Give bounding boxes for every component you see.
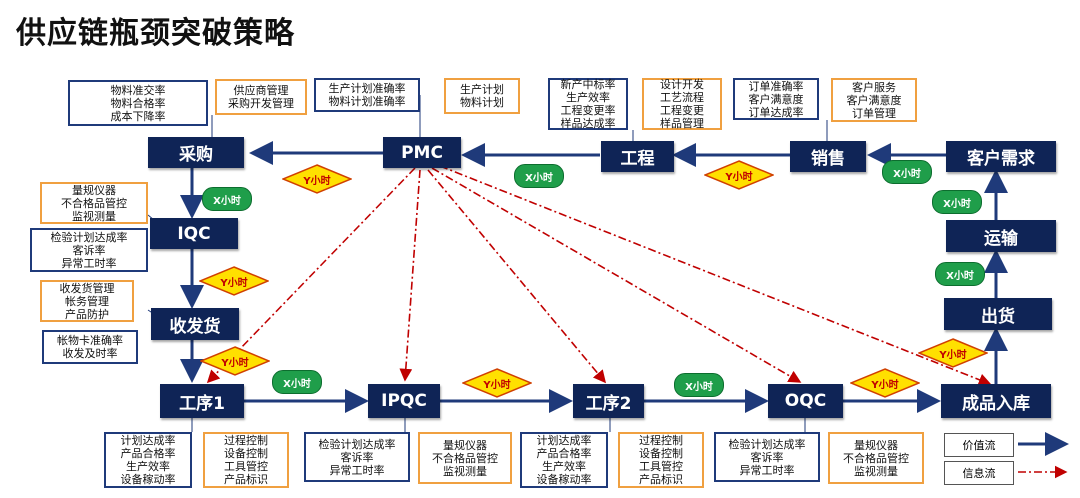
node-oqc: OQC	[768, 384, 843, 418]
box-oqc-func: 量规仪器不合格品管控监视测量	[828, 432, 924, 484]
legend-value-flow: 价值流	[944, 433, 1014, 457]
y-hour-badge: Y小时	[704, 160, 774, 190]
node-chengpin: 成品入库	[941, 384, 1051, 418]
box-ipqc-kpi: 检验计划达成率客诉率异常工时率	[304, 432, 410, 482]
node-shoufahuo: 收发货	[151, 308, 239, 340]
box-sfh-kpi: 帐物卡准确率收发及时率	[42, 330, 138, 364]
box-ipqc-func: 量规仪器不合格品管控监视测量	[418, 432, 512, 484]
x-hour-badge: X小时	[674, 373, 724, 397]
box-caigou-kpi: 物料准交率物料合格率成本下降率	[68, 80, 208, 126]
box-gx1-kpi: 计划达成率产品合格率生产效率设备稼动率	[104, 432, 192, 488]
x-hour-badge: X小时	[935, 262, 985, 286]
node-pmc: PMC	[383, 137, 461, 168]
box-gc-kpi: 新产中标率生产效率工程变更率样品达成率	[548, 78, 628, 130]
box-iqc-kpi: 检验计划达成率客诉率异常工时率	[30, 228, 148, 272]
info-pmc-gongxu1	[206, 167, 416, 384]
box-iqc-func: 量规仪器不合格品管控监视测量	[40, 182, 148, 224]
y-hour-badge: Y小时	[918, 338, 988, 368]
box-xs-func: 客户服务客户满意度订单管理	[831, 78, 917, 122]
y-hour-badge: Y小时	[200, 346, 270, 376]
info-pmc-oqc	[431, 167, 802, 383]
y-hour-badge: Y小时	[850, 368, 920, 398]
box-gc-func: 设计开发工艺流程工程变更样品管理	[642, 78, 722, 130]
page-title: 供应链瓶颈突破策略	[16, 16, 295, 51]
x-hour-badge: X小时	[932, 190, 982, 214]
node-kehu: 客户需求	[946, 141, 1056, 172]
box-sfh-func: 收发货管理帐务管理产品防护	[40, 280, 134, 322]
box-gx2-func: 过程控制设备控制工具管控产品标识	[618, 432, 704, 488]
box-xs-kpi: 订单准确率客户满意度订单达成率	[733, 78, 819, 120]
y-hour-badge: Y小时	[282, 164, 352, 194]
box-gx2-kpi: 计划达成率产品合格率生产效率设备稼动率	[520, 432, 608, 488]
x-hour-badge: X小时	[882, 160, 932, 184]
x-hour-badge: X小时	[514, 164, 564, 188]
box-caigou-func: 供应商管理采购开发管理	[215, 79, 307, 115]
box-oqc-kpi: 检验计划达成率客诉率异常工时率	[714, 432, 820, 482]
node-ipqc: IPQC	[368, 384, 440, 418]
node-caigou: 采购	[148, 137, 244, 168]
x-hour-badge: X小时	[202, 187, 252, 211]
node-gongxu2: 工序2	[573, 384, 644, 418]
box-pmc-func: 生产计划物料计划	[444, 78, 520, 114]
box-gx1-func: 过程控制设备控制工具管控产品标识	[203, 432, 289, 488]
node-gongxu1: 工序1	[160, 384, 244, 418]
y-hour-badge: Y小时	[462, 368, 532, 398]
info-pmc-gongxu2	[427, 169, 607, 384]
x-hour-badge: X小时	[272, 370, 322, 394]
node-gongcheng: 工程	[601, 141, 674, 172]
info-pmc-chengpin	[439, 165, 992, 386]
node-yunshu: 运输	[946, 220, 1056, 252]
node-chuhuo: 出货	[944, 298, 1052, 330]
legend-info-flow: 信息流	[944, 461, 1014, 485]
box-pmc-kpi: 生产计划准确率物料计划准确率	[314, 78, 420, 112]
node-xiaoshou: 销售	[790, 141, 866, 172]
y-hour-badge: Y小时	[199, 266, 269, 296]
node-iqc: IQC	[150, 218, 238, 249]
info-pmc-ipqc	[399, 169, 421, 382]
